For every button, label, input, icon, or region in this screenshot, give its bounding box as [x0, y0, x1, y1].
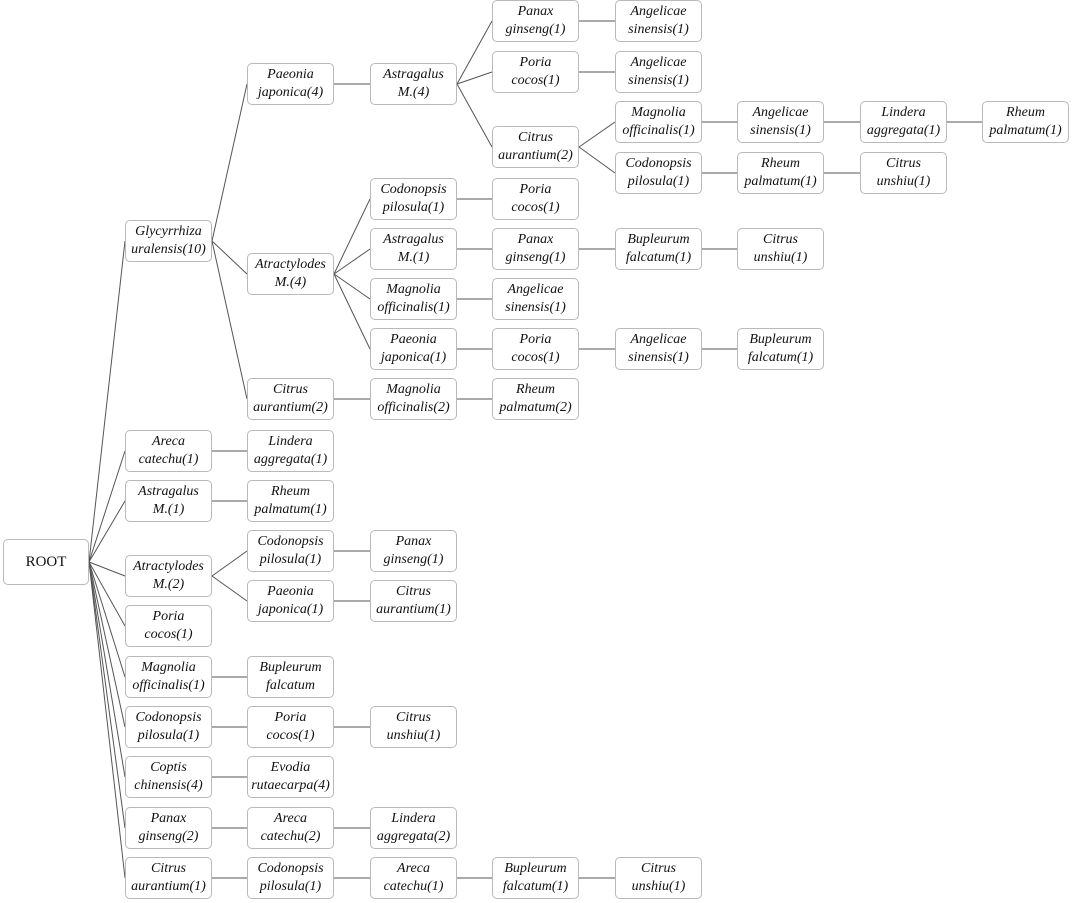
edge-n1-n29: [211, 240, 248, 400]
node-citrus-aurantium: Citrus aurantium(1): [370, 580, 457, 622]
edge-root-n41: [88, 561, 126, 627]
node-lindera-aggregata: Lindera aggregata(2): [370, 807, 457, 849]
node-paeonia-japonica: Paeonia japonica(4): [247, 63, 334, 105]
edge-n8-n9: [578, 121, 616, 148]
edge-n16-n25: [333, 273, 371, 350]
node-astragalus-m: Astragalus M.(1): [370, 228, 457, 270]
node-citrus-aurantium: Citrus aurantium(2): [492, 126, 579, 168]
edge-root-n36: [88, 561, 126, 577]
node-areca-catechu: Areca catechu(1): [125, 430, 212, 472]
node-magnolia-officinalis: Magnolia officinalis(1): [615, 101, 702, 143]
edge-n3-n8: [456, 83, 493, 148]
node-citrus-aurantium: Citrus aurantium(2): [247, 378, 334, 420]
edge-root-n32: [88, 450, 126, 563]
edge-root-n42: [88, 561, 126, 678]
node-astragalus-m: Astragalus M.(1): [125, 480, 212, 522]
node-lindera-aggregata: Lindera aggregata(1): [247, 430, 334, 472]
node-lindera-aggregata: Lindera aggregata(1): [860, 101, 947, 143]
node-magnolia-officinalis: Magnolia officinalis(1): [125, 656, 212, 698]
node-areca-catechu: Areca catechu(1): [370, 857, 457, 899]
node-atractylodes-m: Atractylodes M.(4): [247, 253, 334, 295]
node-angelicae-sinensis: Angelicae sinensis(1): [615, 0, 702, 42]
root-node: ROOT: [3, 539, 89, 585]
edge-n3-n6: [456, 71, 493, 85]
node-rheum-palmatum: Rheum palmatum(1): [737, 152, 824, 194]
node-magnolia-officinalis: Magnolia officinalis(1): [370, 278, 457, 320]
node-poria-cocos: Poria cocos(1): [492, 51, 579, 93]
node-codonopsis-pilosula: Codonopsis pilosula(1): [247, 530, 334, 572]
node-bupleurum-falcatum: Bupleurum falcatum(1): [737, 328, 824, 370]
node-panax-ginseng: Panax ginseng(1): [370, 530, 457, 572]
node-citrus-unshiu: Citrus unshiu(1): [737, 228, 824, 270]
node-magnolia-officinalis: Magnolia officinalis(2): [370, 378, 457, 420]
node-poria-cocos: Poria cocos(1): [247, 706, 334, 748]
edge-root-n1: [88, 240, 126, 563]
edge-n3-n4: [456, 20, 493, 85]
node-evodia-rutaecarpa: Evodia rutaecarpa(4): [247, 756, 334, 798]
node-codonopsis-pilosula: Codonopsis pilosula(1): [247, 857, 334, 899]
node-astragalus-m: Astragalus M.(4): [370, 63, 457, 105]
edge-n16-n23: [333, 273, 371, 300]
node-bupleurum-falcatum: Bupleurum falcatum(1): [615, 228, 702, 270]
node-citrus-aurantium: Citrus aurantium(1): [125, 857, 212, 899]
edge-n1-n2: [211, 83, 248, 242]
node-poria-cocos: Poria cocos(1): [492, 178, 579, 220]
node-coptis-chinensis: Coptis chinensis(4): [125, 756, 212, 798]
node-poria-cocos: Poria cocos(1): [125, 605, 212, 647]
edge-root-n49: [88, 561, 126, 829]
node-paeonia-japonica: Paeonia japonica(1): [370, 328, 457, 370]
node-atractylodes-m: Atractylodes M.(2): [125, 555, 212, 597]
node-bupleurum-falcatum: Bupleurum falcatum: [247, 656, 334, 698]
node-codonopsis-pilosula: Codonopsis pilosula(1): [125, 706, 212, 748]
node-rheum-palmatum: Rheum palmatum(1): [982, 101, 1069, 143]
node-angelicae-sinensis: Angelicae sinensis(1): [737, 101, 824, 143]
edge-n16-n17: [333, 198, 371, 275]
node-citrus-unshiu: Citrus unshiu(1): [615, 857, 702, 899]
edge-root-n52: [88, 561, 126, 879]
node-rheum-palmatum: Rheum palmatum(2): [492, 378, 579, 420]
node-glycyrrhiza-uralensis: Glycyrrhiza uralensis(10): [125, 220, 212, 262]
node-areca-catechu: Areca catechu(2): [247, 807, 334, 849]
edge-n36-n39: [211, 575, 248, 602]
edge-n8-n13: [578, 146, 616, 174]
edge-n36-n37: [211, 550, 248, 577]
edge-n1-n16: [211, 240, 248, 275]
edge-root-n34: [88, 500, 126, 563]
node-panax-ginseng: Panax ginseng(2): [125, 807, 212, 849]
edge-root-n47: [88, 561, 126, 778]
node-bupleurum-falcatum: Bupleurum falcatum(1): [492, 857, 579, 899]
node-citrus-unshiu: Citrus unshiu(1): [860, 152, 947, 194]
node-panax-ginseng: Panax ginseng(1): [492, 228, 579, 270]
node-poria-cocos: Poria cocos(1): [492, 328, 579, 370]
node-codonopsis-pilosula: Codonopsis pilosula(1): [370, 178, 457, 220]
node-panax-ginseng: Panax ginseng(1): [492, 0, 579, 42]
node-paeonia-japonica: Paeonia japonica(1): [247, 580, 334, 622]
node-angelicae-sinensis: Angelicae sinensis(1): [492, 278, 579, 320]
node-codonopsis-pilosula: Codonopsis pilosula(1): [615, 152, 702, 194]
edge-root-n44: [88, 561, 126, 728]
node-citrus-unshiu: Citrus unshiu(1): [370, 706, 457, 748]
node-rheum-palmatum: Rheum palmatum(1): [247, 480, 334, 522]
node-angelicae-sinensis: Angelicae sinensis(1): [615, 328, 702, 370]
edge-n16-n19: [333, 248, 371, 275]
node-angelicae-sinensis: Angelicae sinensis(1): [615, 51, 702, 93]
